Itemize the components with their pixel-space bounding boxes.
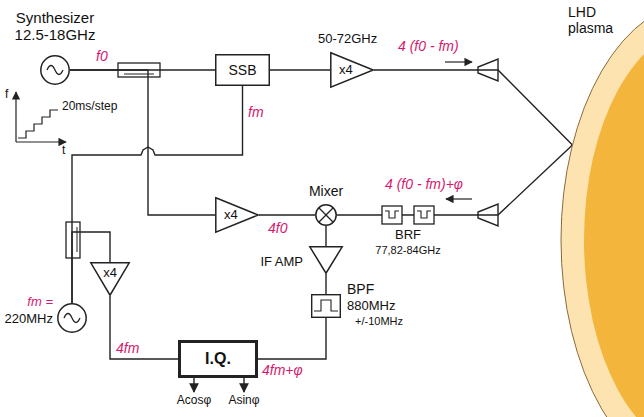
node-label: Synthesizer 12.5-18GHz [5,9,105,44]
box-outline [216,55,270,86]
signal-label: 4 (f0 - fm) [398,38,459,54]
multiplier-amp: x4 [90,262,130,296]
axis-line [15,92,16,142]
synthesizer-source: Synthesizer 12.5-18GHz [40,55,70,85]
node-outline [40,55,70,85]
node-label: I.Q. [205,350,231,368]
ssb-modulator: SSB [215,54,270,86]
direction-arrow [446,198,472,199]
axis-label: f [5,88,8,102]
node-label: SSB [228,62,256,78]
amplifier-triangle [310,247,342,273]
node-label: Mixer [309,183,343,199]
node-label: BPF [347,281,374,297]
oscillator-circle [58,304,86,332]
signal-line [259,214,315,215]
signal-line [110,296,178,359]
axis-line [16,141,66,142]
plasma-region: LHD plasma [560,0,644,417]
signal-line [337,214,380,215]
notch-symbol [385,211,399,218]
multiplier-amp: x4 [330,52,374,88]
coupler-line [77,227,78,252]
amplifier-triangle [331,53,373,87]
output-signal: Acosφ [177,394,211,408]
plasma-edge [561,1,644,417]
band-pass-filter: BPF880MHz+/-10MHz [311,294,341,318]
directional-coupler [66,222,80,258]
node-outline [560,0,644,417]
amplifier-triangle [216,198,258,232]
coupler-line [124,74,154,75]
node-label: x4 [103,266,117,281]
signal-label: fm [248,104,264,120]
filter-box [414,206,434,224]
amplifier-triangle [91,263,129,295]
signal-line [72,86,243,303]
signal-label: f0 [96,48,108,64]
node-outline [315,204,337,226]
output-arrow [243,378,244,392]
sine-symbol [47,66,63,75]
multiplier-amp: x4 [215,197,259,233]
oscillator-source: fm =220MHz [57,303,87,333]
node-outline [309,246,343,274]
output-arrow [193,378,194,392]
if-amplifier: IF AMP [309,246,343,274]
node-label: x4 [339,63,353,78]
output-signal: Asinφ [228,394,259,408]
passband-symbol [314,300,338,311]
signal-line [270,69,330,70]
signal-label: 4 (f0 - fm)+φ [385,176,463,192]
mixer-circle [316,205,336,225]
node-label: fm = [27,295,53,310]
mixer-cross [319,208,333,222]
signal-line [70,70,215,215]
node-label: x4 [224,208,238,223]
node-label: LHD plasma [568,4,623,36]
node-label: 880MHz [347,299,395,314]
signal-line [325,274,326,294]
direction-arrow [445,61,472,62]
signal-label: 4f0 [268,220,287,236]
node-label: +/-10MHz [355,315,403,328]
node-outline [57,303,87,333]
signal-line [374,70,572,145]
node-outline [311,294,341,318]
node-label: IF AMP [260,255,303,270]
iq-demodulator: I.Q. [178,340,258,378]
node-label: 220MHz [5,312,53,327]
notch-symbol [417,211,431,218]
box-outline [180,342,257,377]
node-label: 77,82-84GHz [375,244,440,257]
signal-label: 4fm [116,340,139,356]
oscillator-circle [41,56,69,84]
signal-line [325,226,326,246]
step-note: 20ms/step [62,100,117,114]
mixer-symbol: Mixer [315,204,337,226]
band-reject-filter: BRF77,82-84GHz [380,205,436,225]
frequency-range: 50-72GHz [318,32,377,47]
node-label: BRF [395,228,421,243]
node-outline [380,205,436,225]
filter-box [312,295,341,318]
signal-label: 4fm+φ [262,362,303,378]
filter-box [382,206,402,224]
sine-symbol [64,314,80,323]
frequency-step [18,110,58,138]
axis-label: t [62,144,65,158]
signal-line [258,318,326,359]
plasma-core [584,28,644,417]
